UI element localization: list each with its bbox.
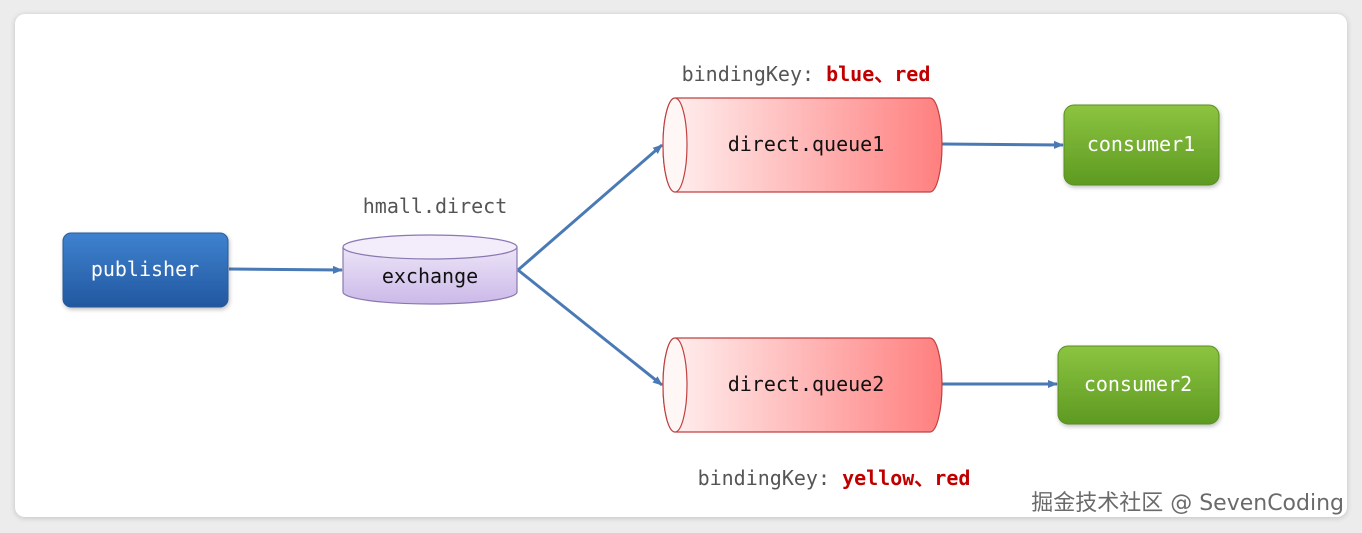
queue1-binding-values: blue、red (826, 62, 930, 86)
publisher-label: publisher (91, 257, 199, 281)
publisher-node (62, 232, 229, 308)
arrow-exchange-to-queue1 (517, 143, 663, 272)
queue1-binding-key: bindingKey: blue、red (682, 62, 931, 86)
queue2-binding-values: yellow、red (842, 466, 970, 490)
consumer2-node (1057, 345, 1220, 425)
queue1-binding-prefix: bindingKey: (682, 62, 827, 86)
arrow-queue1-to-consumer1 (941, 140, 1064, 149)
queue2-node (662, 337, 943, 433)
consumer1-node (1063, 104, 1220, 186)
queue1-node (662, 97, 943, 193)
exchange-name: hmall.direct (363, 194, 508, 218)
queue2-binding-key: bindingKey: yellow、red (698, 466, 971, 490)
consumer2-label: consumer2 (1084, 372, 1192, 396)
queue2-label: direct.queue2 (728, 372, 885, 396)
consumer1-label: consumer1 (1087, 132, 1195, 156)
queue2-binding-prefix: bindingKey: (698, 466, 843, 490)
exchange-label: exchange (382, 264, 478, 288)
arrow-publisher-to-exchange (228, 265, 343, 274)
watermark: 掘金技术社区 @ SevenCoding (1031, 491, 1344, 516)
queue1-label: direct.queue1 (728, 132, 885, 156)
exchange-node (342, 234, 518, 305)
arrow-exchange-to-queue2 (517, 268, 663, 387)
